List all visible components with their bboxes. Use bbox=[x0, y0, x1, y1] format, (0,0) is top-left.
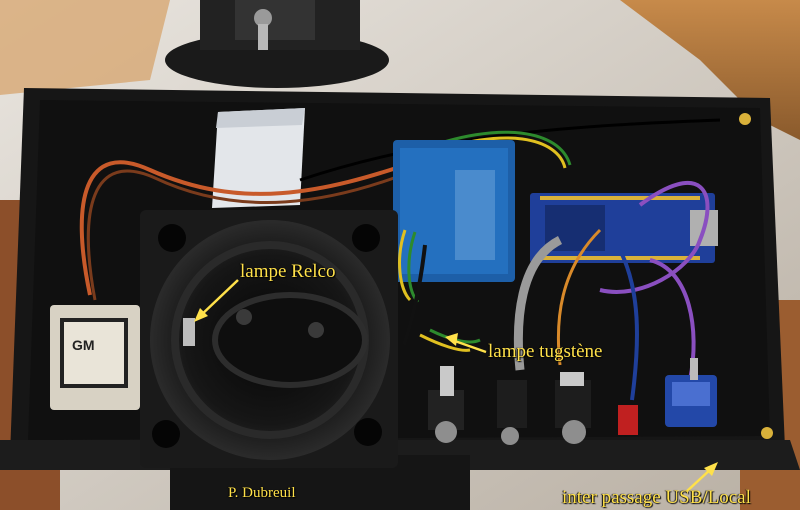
screw-insert bbox=[761, 427, 773, 439]
arrow-tungsten bbox=[451, 338, 487, 354]
annotation-relco-lamp: lampe Relco bbox=[240, 261, 336, 282]
annotation-tungsten-lamp: lampe tugstène bbox=[488, 341, 603, 362]
arrow-switch bbox=[685, 467, 713, 493]
thumbscrew-icon bbox=[254, 9, 272, 27]
arrow-relco bbox=[197, 279, 239, 319]
servo-wire-orange bbox=[79, 158, 421, 296]
switch-lever bbox=[690, 358, 698, 380]
servo-brand: GM bbox=[72, 337, 95, 353]
red-led bbox=[618, 405, 638, 435]
relco-lamp-bulb bbox=[183, 318, 195, 346]
adhesive-tape bbox=[212, 108, 305, 208]
chair-back-left bbox=[0, 0, 170, 95]
transformer-label bbox=[455, 170, 495, 260]
annotation-usb-switch: inter passage USB/Local bbox=[562, 487, 751, 508]
focuser-collar bbox=[235, 0, 315, 40]
purple-wire bbox=[599, 181, 710, 294]
grey-ribbon-cable bbox=[513, 235, 563, 371]
blue-wire bbox=[618, 249, 639, 401]
thumbscrew-shaft bbox=[258, 24, 268, 50]
front-jacks bbox=[428, 366, 638, 445]
photo-credit: P. Dubreuil bbox=[228, 485, 296, 501]
servo-motor: GM bbox=[50, 305, 140, 410]
